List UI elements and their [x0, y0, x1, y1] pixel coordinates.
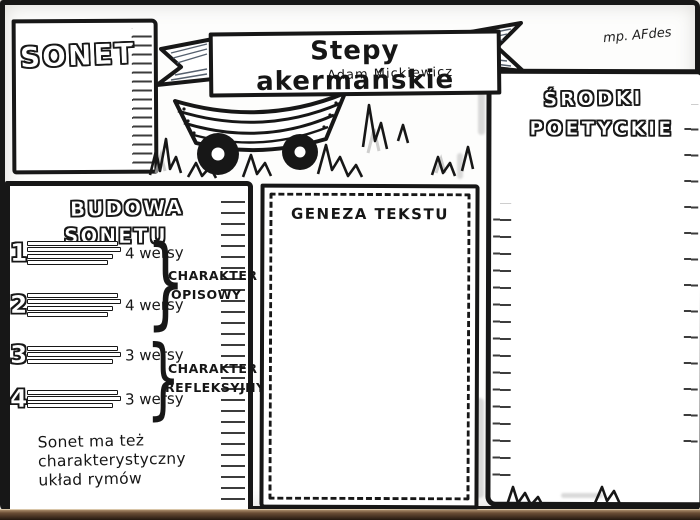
- stanza-bars: [27, 239, 121, 267]
- stanza-number: 1: [10, 238, 28, 268]
- stanza-row: 1 4 wersy: [10, 239, 184, 267]
- marker-shadow: [561, 493, 603, 498]
- verse-bar: [27, 299, 121, 304]
- ribbon-left-icon: [155, 37, 215, 87]
- hatch-shading: [492, 203, 512, 488]
- stanza-row: 3 3 wersy: [10, 340, 184, 369]
- marker-shadow: [478, 77, 485, 135]
- rhyme-note-line3: układ rymów: [38, 469, 143, 490]
- verse-bar: [27, 253, 113, 259]
- verse-bar: [27, 358, 113, 364]
- verse-bar: [27, 402, 113, 408]
- stanza-bars: [27, 388, 121, 409]
- artist-signature: mp. AFdes: [602, 25, 673, 47]
- budowa-sonetu-box: BUDOWA SONETU 1 4 wersy 2 4 wersy 3 3 we…: [5, 181, 265, 517]
- verse-bar: [27, 305, 113, 311]
- verse-bar: [27, 345, 119, 351]
- hatch-shading: [221, 192, 245, 506]
- rhyme-note-line2: charakterystyczny: [37, 449, 187, 471]
- stanza-number: 4: [10, 384, 28, 413]
- boat-cart-illustration: [148, 91, 475, 179]
- budowa-heading-line1: BUDOWA: [69, 195, 185, 221]
- verse-bar: [27, 292, 119, 298]
- geneza-title: GENEZA TEKSTU: [290, 204, 449, 224]
- rhyme-note: Sonet ma też charakterystyczny układ rym…: [37, 430, 186, 490]
- marker-shadow: [457, 153, 463, 179]
- sonet-label: SONET: [19, 36, 137, 75]
- stanza-row: 2 4 wersy: [10, 291, 184, 319]
- verse-bar: [27, 389, 119, 395]
- grass-icon: [148, 103, 475, 179]
- descriptive-character-label-line2: OPISOWY: [171, 287, 242, 302]
- srodki-poetyckie-box: ŚRODKI POETYCKIE: [485, 68, 700, 508]
- srodki-title-line1: ŚRODKI: [543, 87, 644, 111]
- stanza-bars: [27, 291, 121, 319]
- geneza-tekstu-box: GENEZA TEKSTU: [259, 183, 480, 510]
- sonet-box: SONET: [11, 18, 159, 175]
- verse-bar: [27, 247, 121, 252]
- verse-bar: [27, 260, 109, 265]
- stanza-row: 4 3 wersy: [10, 384, 184, 413]
- grass-icon: [505, 485, 545, 507]
- brace-icon: }: [146, 223, 186, 340]
- table-edge: [0, 509, 700, 520]
- title-banner: Stepy akermańskie Adam Mickiewicz: [208, 29, 502, 98]
- grass-icon: [593, 485, 622, 505]
- wheel-icon: [197, 133, 239, 175]
- stanza-number: 2: [10, 290, 28, 320]
- stanza-number: 3: [10, 340, 28, 369]
- reflective-character-label-line1: CHARAKTER: [168, 361, 258, 376]
- descriptive-character-label-line1: CHARAKTER: [168, 268, 258, 283]
- srodki-title-line2: POETYCKIE: [529, 117, 675, 141]
- verse-bar: [27, 312, 109, 317]
- reflective-character-label-line2: REFLEKSYJNY: [165, 380, 266, 395]
- verse-bar: [27, 396, 121, 401]
- brace-icon: }: [146, 326, 181, 429]
- dashed-frame: GENEZA TEKSTU: [268, 192, 471, 501]
- stanza-bars: [27, 344, 121, 365]
- hatch-shading: [683, 104, 699, 453]
- verse-bar: [27, 240, 119, 246]
- verse-bar: [27, 352, 121, 357]
- marker-shadow: [475, 398, 484, 498]
- wheel-icon: [282, 134, 318, 170]
